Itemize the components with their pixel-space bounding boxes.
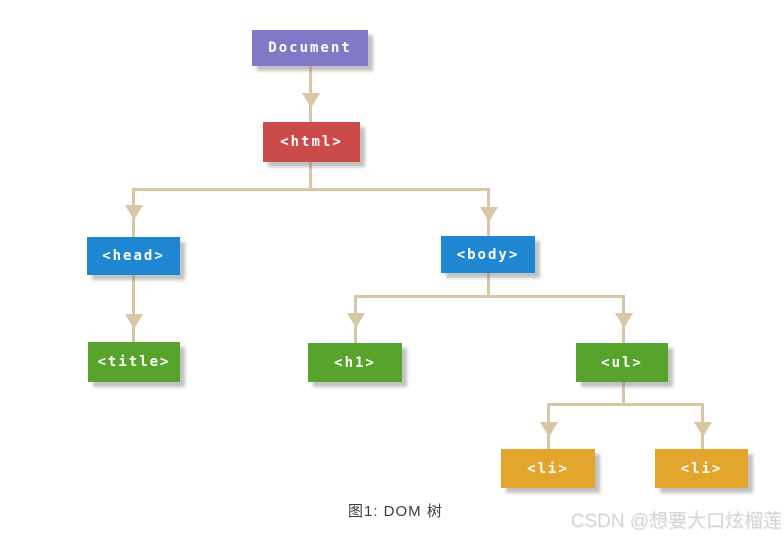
arrowhead-ul — [615, 313, 633, 328]
arrowhead-title — [125, 314, 143, 329]
connector-ul-branch — [547, 403, 704, 406]
node-li-2: <li> — [655, 449, 748, 488]
arrowhead-body — [480, 207, 498, 222]
arrowhead-h1 — [347, 313, 365, 328]
arrowhead-head — [125, 205, 143, 220]
node-head: <head> — [87, 237, 180, 275]
node-ul: <ul> — [576, 343, 668, 382]
connector-html-stem — [309, 162, 312, 190]
connector-body-branch — [354, 295, 625, 298]
arrowhead-html — [302, 93, 320, 108]
arrowhead-li1 — [540, 422, 558, 437]
connector-ul-stem — [622, 382, 625, 406]
connector-html-branch — [132, 188, 490, 191]
connector-body-stem — [487, 273, 490, 298]
node-html: <html> — [263, 122, 360, 162]
csdn-watermark: CSDN @想要大口炫榴莲 — [570, 511, 782, 532]
node-body: <body> — [441, 236, 535, 273]
connector-head-title — [132, 275, 135, 342]
arrowhead-li2 — [694, 422, 712, 437]
node-li-1: <li> — [501, 449, 595, 488]
figure-caption: 图1: DOM 树 — [348, 503, 443, 520]
node-document: Document — [252, 30, 368, 66]
node-title: <title> — [88, 342, 180, 382]
node-h1: <h1> — [308, 343, 402, 382]
